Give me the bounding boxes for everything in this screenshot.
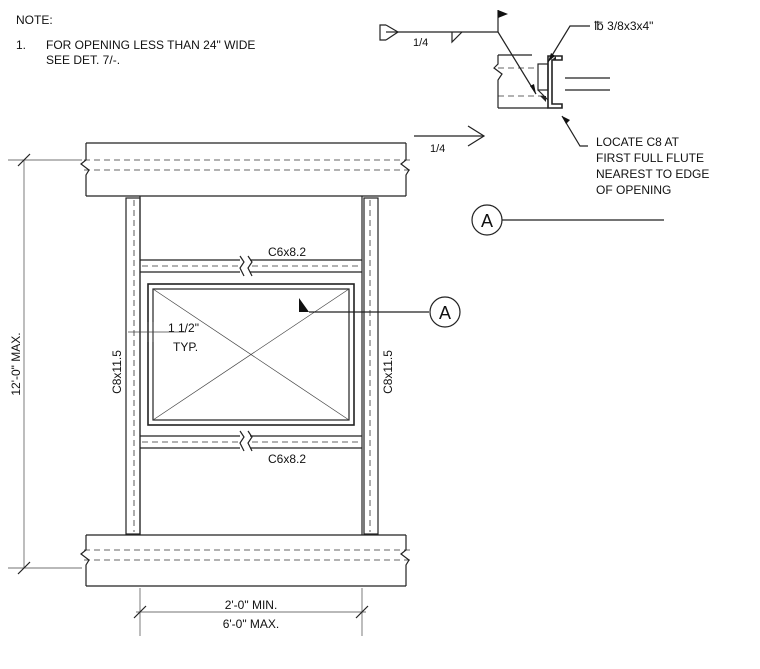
left-c8-channel [125,196,141,535]
top-c6-channel [140,255,362,277]
clearance-dimension: 1 1/2" TYP. [128,321,199,354]
section-cut-letter: A [439,303,451,323]
top-beam [80,142,410,197]
locate-note-line1: LOCATE C8 AT [596,135,680,149]
height-dimension-label: 12'-0" MAX. [9,332,23,395]
bottom-c6-channel [140,430,362,452]
leader-arrow-icon [530,84,536,94]
field-weld-flag-icon [498,10,508,18]
weld-size-bottom: 1/4 [430,143,445,155]
weld-mark-icon [540,96,546,102]
top-channel-label: C6x8.2 [268,245,306,259]
bottom-channel-label: C6x8.2 [268,452,306,466]
field-weld-flag-icon-2 [299,298,309,312]
section-title: A [471,204,664,236]
plan-view: C8x11.5 C8x11.5 C6x8.2 C6x8.2 [8,142,461,636]
right-c8-channel [361,196,379,535]
weld-tail-icon-2 [467,125,486,147]
right-channel-label: C8x11.5 [381,350,395,394]
section-cut-tag [429,296,461,328]
general-notes: NOTE: 1. FOR OPENING LESS THAN 24" WIDE … [16,13,255,67]
bent-plate [537,63,549,91]
width-max-label: 6'-0" MAX. [223,617,280,631]
clearance-value: 1 1/2" [168,321,199,335]
fillet-weld-symbol-icon [451,31,463,44]
height-dimension: 12'-0" MAX. [8,153,82,575]
note-item-number: 1. [16,38,26,52]
note-heading: NOTE: [16,13,53,27]
note-item-line2: SEE DET. 7/-. [46,53,120,67]
locate-note-line2: FIRST FULL FLUTE [596,151,704,165]
width-dimension: 2'-0" MIN. 6'-0" MAX. [133,588,369,636]
bottom-beam [80,534,410,587]
width-min-label: 2'-0" MIN. [225,598,278,612]
connection-detail: 1/4 ℔ 3/8x3x4" 1/4 LOCATE C8 AT FIRST FU… [379,10,709,197]
locate-note-line4: OF OPENING [596,183,671,197]
plate-callout: ℔ 3/8x3x4" [594,19,653,33]
c8-channel-section [547,55,563,109]
section-title-tag: A [481,211,493,231]
note-item-line1: FOR OPENING LESS THAN 24" WIDE [46,38,255,52]
clearance-typ: TYP. [173,340,198,354]
deck-opening [147,283,355,426]
left-channel-label: C8x11.5 [110,350,124,394]
locate-note-line3: NEAREST TO EDGE [596,167,709,181]
weld-size-top: 1/4 [413,37,428,49]
